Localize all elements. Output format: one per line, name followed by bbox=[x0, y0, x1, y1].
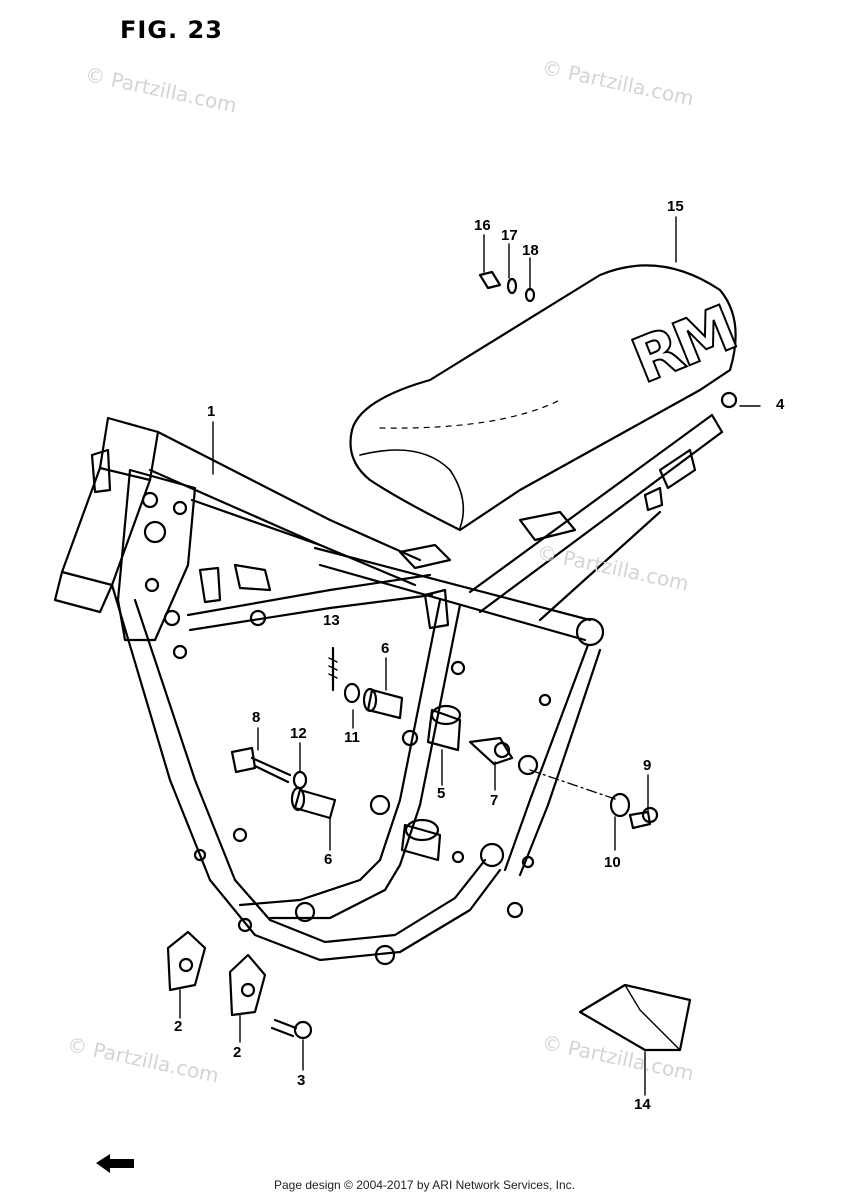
washer-17 bbox=[506, 277, 518, 295]
down-tubes bbox=[110, 583, 602, 962]
callout-4: 4 bbox=[776, 396, 785, 413]
callout-2: 2 bbox=[174, 1018, 183, 1035]
washer-10 bbox=[609, 792, 631, 818]
spacer-6-lower bbox=[290, 786, 337, 820]
callout-10: 10 bbox=[604, 854, 621, 871]
callout-2: 2 bbox=[233, 1044, 242, 1061]
callout-5: 5 bbox=[437, 785, 446, 802]
head-gusset-plate bbox=[116, 468, 197, 660]
bolt-9 bbox=[628, 806, 659, 830]
seat-15 bbox=[349, 264, 737, 532]
plate-2-left bbox=[166, 930, 207, 992]
frame-mount-tabs bbox=[193, 563, 552, 966]
callout-15: 15 bbox=[667, 198, 684, 215]
bolt-16 bbox=[478, 270, 502, 290]
callout-6: 6 bbox=[324, 851, 333, 868]
page-footer: Page design © 2004-2017 by ARI Network S… bbox=[273, 1178, 575, 1192]
top-tubes bbox=[148, 430, 434, 632]
callout-7: 7 bbox=[490, 792, 499, 809]
steering-head bbox=[53, 416, 160, 614]
callout-3: 3 bbox=[297, 1072, 306, 1089]
callout-8: 8 bbox=[252, 709, 261, 726]
callout-1: 1 bbox=[207, 403, 216, 420]
spacer-6-upper bbox=[362, 687, 404, 720]
figure-title: FIG. 23 bbox=[120, 16, 223, 44]
forward-arrow-icon bbox=[96, 1154, 134, 1173]
callout-11: 11 bbox=[344, 729, 360, 746]
washer-11 bbox=[343, 682, 361, 704]
rear-subframe bbox=[313, 413, 724, 647]
cover-14 bbox=[578, 983, 692, 1052]
callout-13: 13 bbox=[323, 612, 340, 629]
callout-14: 14 bbox=[634, 1096, 651, 1113]
bolt-7 bbox=[468, 736, 514, 766]
washer-18 bbox=[524, 287, 536, 303]
callout-9: 9 bbox=[643, 757, 652, 774]
washer-12 bbox=[292, 770, 308, 790]
bushing-5-upper bbox=[426, 704, 462, 752]
bolt-8 bbox=[230, 746, 292, 784]
callout-18: 18 bbox=[522, 242, 539, 259]
callout-17: 17 bbox=[501, 227, 518, 244]
leader-lines bbox=[179, 216, 761, 1096]
callout-16: 16 bbox=[474, 217, 491, 234]
nut-4 bbox=[720, 391, 738, 409]
bushing-5-lower bbox=[400, 818, 442, 862]
callout-6: 6 bbox=[381, 640, 390, 657]
bolt-3 bbox=[270, 1018, 313, 1040]
callout-12: 12 bbox=[290, 725, 307, 742]
plate-2-right bbox=[228, 953, 267, 1017]
